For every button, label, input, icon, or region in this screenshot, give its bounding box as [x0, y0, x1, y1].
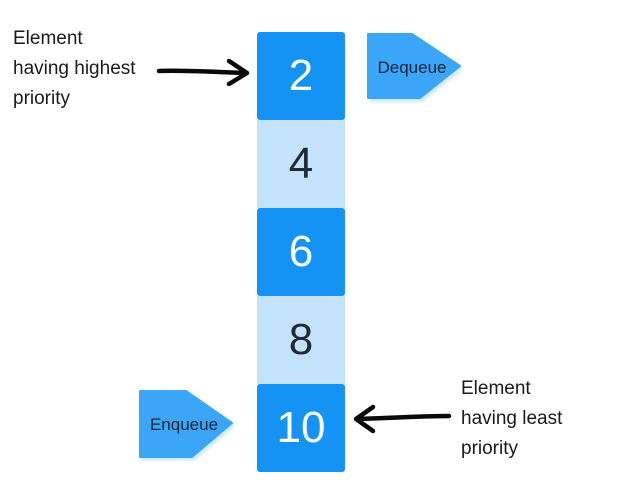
queue-element: 8 [257, 296, 345, 384]
priority-queue: 2 4 6 8 10 [257, 32, 345, 472]
enqueue-tag: Enqueue [136, 389, 234, 461]
annotation-line: having least [461, 408, 563, 429]
least-priority-annotation: Element having least priority [461, 374, 562, 464]
annotation-line: Element [461, 378, 531, 399]
pentagon-arrow-tag-icon [139, 390, 233, 458]
annotation-line: Element [13, 28, 83, 49]
queue-element: 6 [257, 208, 345, 296]
annotation-line: priority [13, 88, 71, 109]
dequeue-label: Dequeue [377, 58, 447, 77]
pentagon-arrow-tag-icon [367, 33, 461, 99]
annotation-line: having highest [13, 58, 136, 79]
dequeue-tag: Dequeue [364, 32, 462, 104]
annotation-line: priority [461, 438, 519, 459]
highest-priority-annotation: Element having highest priority [13, 24, 136, 114]
queue-element: 2 [257, 32, 345, 120]
queue-element: 10 [257, 384, 345, 472]
arrow-to-highest-icon [156, 58, 250, 87]
queue-element: 4 [257, 120, 345, 208]
arrow-to-least-icon [353, 404, 452, 434]
enqueue-label: Enqueue [149, 415, 219, 434]
